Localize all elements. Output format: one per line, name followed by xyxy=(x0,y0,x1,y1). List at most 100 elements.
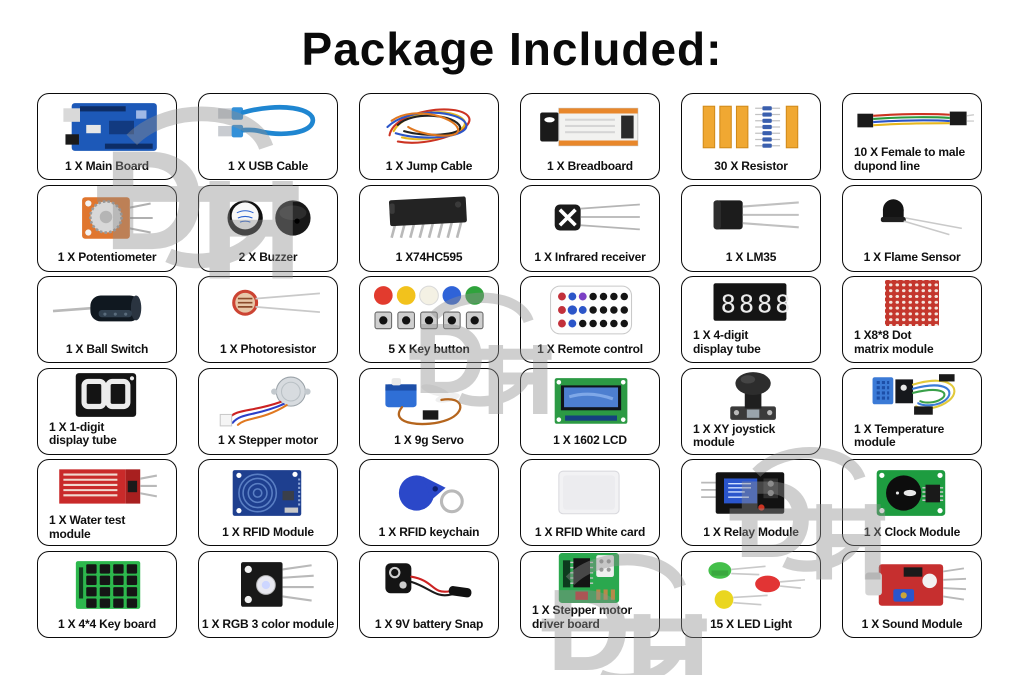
item-label: 1 X Photoresistor xyxy=(220,341,316,356)
item-label: 1 X Stepper motor xyxy=(218,433,318,448)
item-label: 1 X 9V battery Snap xyxy=(374,616,484,631)
svg-text:8888: 8888 xyxy=(721,290,794,319)
item-label: 1 X Jump Cable xyxy=(385,158,473,173)
item-remote-control: 1 X Remote control xyxy=(520,276,660,364)
item-label: 1 X Main Board xyxy=(65,158,149,173)
item-stepper-driver: 1 X Stepper motor driver board xyxy=(520,550,660,638)
item-photoresistor: 1 X Photoresistor xyxy=(198,276,338,364)
item-1digit-display: 1 X 1-digit display tube xyxy=(37,367,177,455)
item-label: 1 X 4*4 Key board xyxy=(58,616,156,631)
rfid-module-image xyxy=(199,460,337,526)
potentiometer-image xyxy=(38,186,176,252)
xy-joystick-image xyxy=(682,369,820,423)
item-74hc595: 1 X74HC595 xyxy=(359,184,499,272)
item-4digit-display: 8888 1 X 4-digit display tube xyxy=(681,276,821,364)
one-digit-display-image xyxy=(38,369,176,421)
item-label: 10 X Female to male dupond line xyxy=(854,145,965,173)
flame-sensor-image xyxy=(843,186,981,252)
item-label: 1 X Relay Module xyxy=(703,524,799,539)
dot-matrix-image xyxy=(843,277,981,329)
item-battery-snap: 1 X 9V battery Snap xyxy=(359,550,499,638)
item-lcd-1602: 1 X 1602 LCD xyxy=(520,367,660,455)
ball-switch-image xyxy=(38,277,176,343)
led-light-image xyxy=(682,552,820,618)
rfid-white-card-image xyxy=(521,460,659,526)
page-title: Package Included: xyxy=(301,23,723,75)
item-label: 1 X Potentiometer xyxy=(57,250,157,265)
remote-control-image xyxy=(521,277,659,343)
servo-image xyxy=(360,369,498,435)
item-label: 1 X Ball Switch xyxy=(65,341,149,356)
item-label: 1 X Infrared receiver xyxy=(534,250,646,265)
item-jump-cable: 1 X Jump Cable xyxy=(359,93,499,180)
item-rfid-white-card: 1 X RFID White card xyxy=(520,459,660,547)
item-label: 1 X Temperature module xyxy=(854,421,945,450)
clock-module-image xyxy=(843,460,981,526)
arduino-main-board-image xyxy=(38,94,176,160)
item-label: 1 X 4-digit display tube xyxy=(693,328,761,356)
item-buzzer: 2 X Buzzer xyxy=(198,184,338,272)
item-lm35: 1 X LM35 xyxy=(681,184,821,272)
item-rgb-module: 1 X RGB 3 color module xyxy=(198,550,338,638)
item-sound-module: 1 X Sound Module xyxy=(842,550,982,638)
relay-module-image xyxy=(682,460,820,526)
item-resistor: 30 X Resistor xyxy=(681,93,821,180)
item-label: 1 X Clock Module xyxy=(863,524,961,539)
dupont-line-image xyxy=(843,94,981,146)
rgb-module-image xyxy=(199,552,337,618)
item-infrared-receiver: 1 X Infrared receiver xyxy=(520,184,660,272)
item-label: 1 X74HC595 xyxy=(395,250,463,265)
item-temperature-module: 1 X Temperature module xyxy=(842,367,982,455)
item-label: 1 X Flame Sensor xyxy=(863,250,961,265)
item-main-board: 1 X Main Board xyxy=(37,93,177,180)
package-grid: 1 X Main Board 1 X USB Cable 1 X Jump Ca… xyxy=(37,93,982,638)
photoresistor-image xyxy=(199,277,337,343)
item-label: 1 X Stepper motor driver board xyxy=(532,603,632,631)
usb-cable-image xyxy=(199,94,337,160)
sound-module-image xyxy=(843,552,981,618)
temperature-module-image xyxy=(843,369,981,423)
item-label: 1 X RGB 3 color module xyxy=(201,616,335,631)
item-key-button: 5 X Key button xyxy=(359,276,499,364)
buzzer-image xyxy=(199,186,337,252)
item-stepper-motor: 1 X Stepper motor xyxy=(198,367,338,455)
item-label: 1 X 9g Servo xyxy=(394,433,464,448)
item-label: 1 X XY joystick module xyxy=(693,421,776,450)
item-label: 1 X 1602 LCD xyxy=(553,433,627,448)
item-rfid-module: 1 X RFID Module xyxy=(198,459,338,547)
item-rfid-keychain: 1 X RFID keychain xyxy=(359,459,499,547)
item-ball-switch: 1 X Ball Switch xyxy=(37,276,177,364)
item-label: 1 X Sound Module xyxy=(861,616,963,631)
item-flame-sensor: 1 X Flame Sensor xyxy=(842,184,982,272)
item-label: 5 X Key button xyxy=(388,341,470,356)
item-label: 30 X Resistor xyxy=(714,158,788,173)
stepper-driver-board-image xyxy=(521,552,659,604)
item-led-light: 15 X LED Light xyxy=(681,550,821,638)
infrared-receiver-image xyxy=(521,186,659,252)
item-relay-module: 1 X Relay Module xyxy=(681,459,821,547)
item-label: 1 X Remote control xyxy=(537,341,643,356)
key-button-image xyxy=(360,277,498,343)
item-label: 1 X Water test module xyxy=(49,513,126,541)
item-label: 1 X 1-digit display tube xyxy=(49,419,117,448)
breadboard-image xyxy=(521,94,659,160)
item-label: 1 X RFID keychain xyxy=(378,524,480,539)
item-xy-joystick: 1 X XY joystick module xyxy=(681,367,821,455)
lm35-sensor-image xyxy=(682,186,820,252)
item-servo: 1 X 9g Servo xyxy=(359,367,499,455)
item-label: 15 X LED Light xyxy=(710,616,792,631)
item-label: 1 X USB Cable xyxy=(227,158,309,173)
keypad-4x4-image xyxy=(38,552,176,618)
item-label: 1 X RFID Module xyxy=(222,524,314,539)
item-clock-module: 1 X Clock Module xyxy=(842,459,982,547)
item-label: 2 X Buzzer xyxy=(238,250,298,265)
ic-74hc595-image xyxy=(360,186,498,252)
item-potentiometer: 1 X Potentiometer xyxy=(37,184,177,272)
item-dupont-line: 10 X Female to male dupond line xyxy=(842,93,982,180)
four-digit-display-image: 8888 xyxy=(682,277,820,329)
item-dot-matrix: 1 X8*8 Dot matrix module xyxy=(842,276,982,364)
lcd-1602-image xyxy=(521,369,659,435)
item-usb-cable: 1 X USB Cable xyxy=(198,93,338,180)
water-test-module-image xyxy=(38,460,176,514)
